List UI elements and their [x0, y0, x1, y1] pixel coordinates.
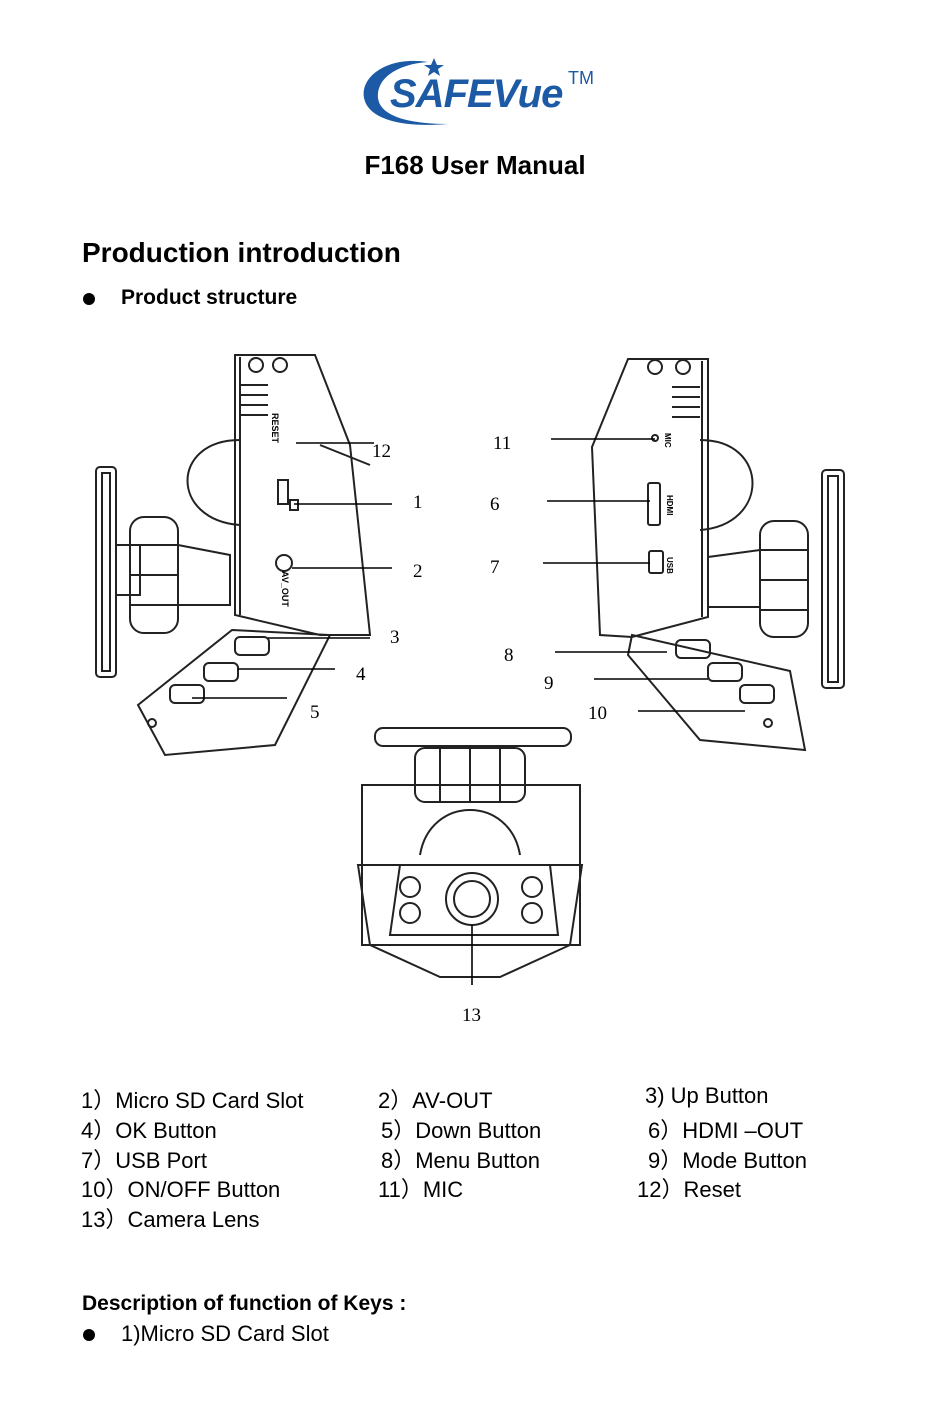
part-item: 8）Menu Button [381, 1148, 540, 1173]
part-item: 12）Reset [637, 1177, 741, 1202]
section-heading: Production introduction [82, 237, 401, 268]
description-heading: Description of function of Keys : [82, 1292, 407, 1315]
logo-swoosh-icon [363, 58, 448, 125]
callout-7: 7 [490, 557, 500, 578]
document-title: F168 User Manual [364, 150, 586, 180]
trademark-mark: TM [568, 68, 594, 88]
callout-10: 10 [588, 703, 607, 724]
callout-3: 3 [390, 627, 400, 648]
part-item: 6）HDMI –OUT [648, 1118, 804, 1143]
callout-9: 9 [544, 673, 554, 694]
part-item: 4）OK Button [81, 1118, 217, 1143]
logo-wordmark: SAFEVue [390, 72, 563, 116]
subsection-heading: Product structure [121, 286, 298, 309]
hdmi-label: HDMI [665, 495, 674, 516]
part-item: 10）ON/OFF Button [81, 1177, 281, 1202]
callout-13: 13 [462, 1005, 481, 1026]
product-structure-figure: 12 1 2 3 4 5 11 6 7 8 9 10 13 RESET AV_O… [80, 345, 870, 1035]
part-item: 2）AV-OUT [378, 1088, 493, 1113]
callout-12: 12 [372, 441, 391, 462]
part-item: 5）Down Button [381, 1118, 542, 1143]
part-item: 11）MIC [378, 1177, 464, 1202]
description-item: 1)Micro SD Card Slot [121, 1321, 329, 1346]
part-item: 7）USB Port [81, 1148, 207, 1173]
callout-leaders [192, 438, 745, 985]
callout-1: 1 [413, 492, 423, 513]
dashcam-diagram [95, 354, 845, 985]
callout-5: 5 [310, 702, 320, 723]
part-item: 13）Camera Lens [81, 1207, 260, 1232]
part-item: 9）Mode Button [648, 1148, 807, 1173]
callout-8: 8 [504, 645, 514, 666]
bullet-icon [83, 293, 95, 305]
av-out-label: AV_OUT [280, 571, 290, 607]
callout-11: 11 [493, 433, 512, 454]
right-side-view [590, 358, 845, 752]
mic-label: MIC [663, 433, 672, 448]
usb-label: USB [665, 557, 674, 574]
callout-2: 2 [413, 561, 423, 582]
reset-label: RESET [270, 413, 280, 444]
left-side-view [95, 354, 372, 757]
callout-4: 4 [356, 664, 366, 685]
bullet-icon [83, 1329, 95, 1341]
part-item: 1）Micro SD Card Slot [81, 1088, 304, 1113]
brand-logo: SAFEVue TM [358, 48, 598, 134]
front-view [356, 727, 584, 978]
callout-6: 6 [490, 494, 500, 515]
part-item: 3) Up Button [645, 1083, 769, 1108]
